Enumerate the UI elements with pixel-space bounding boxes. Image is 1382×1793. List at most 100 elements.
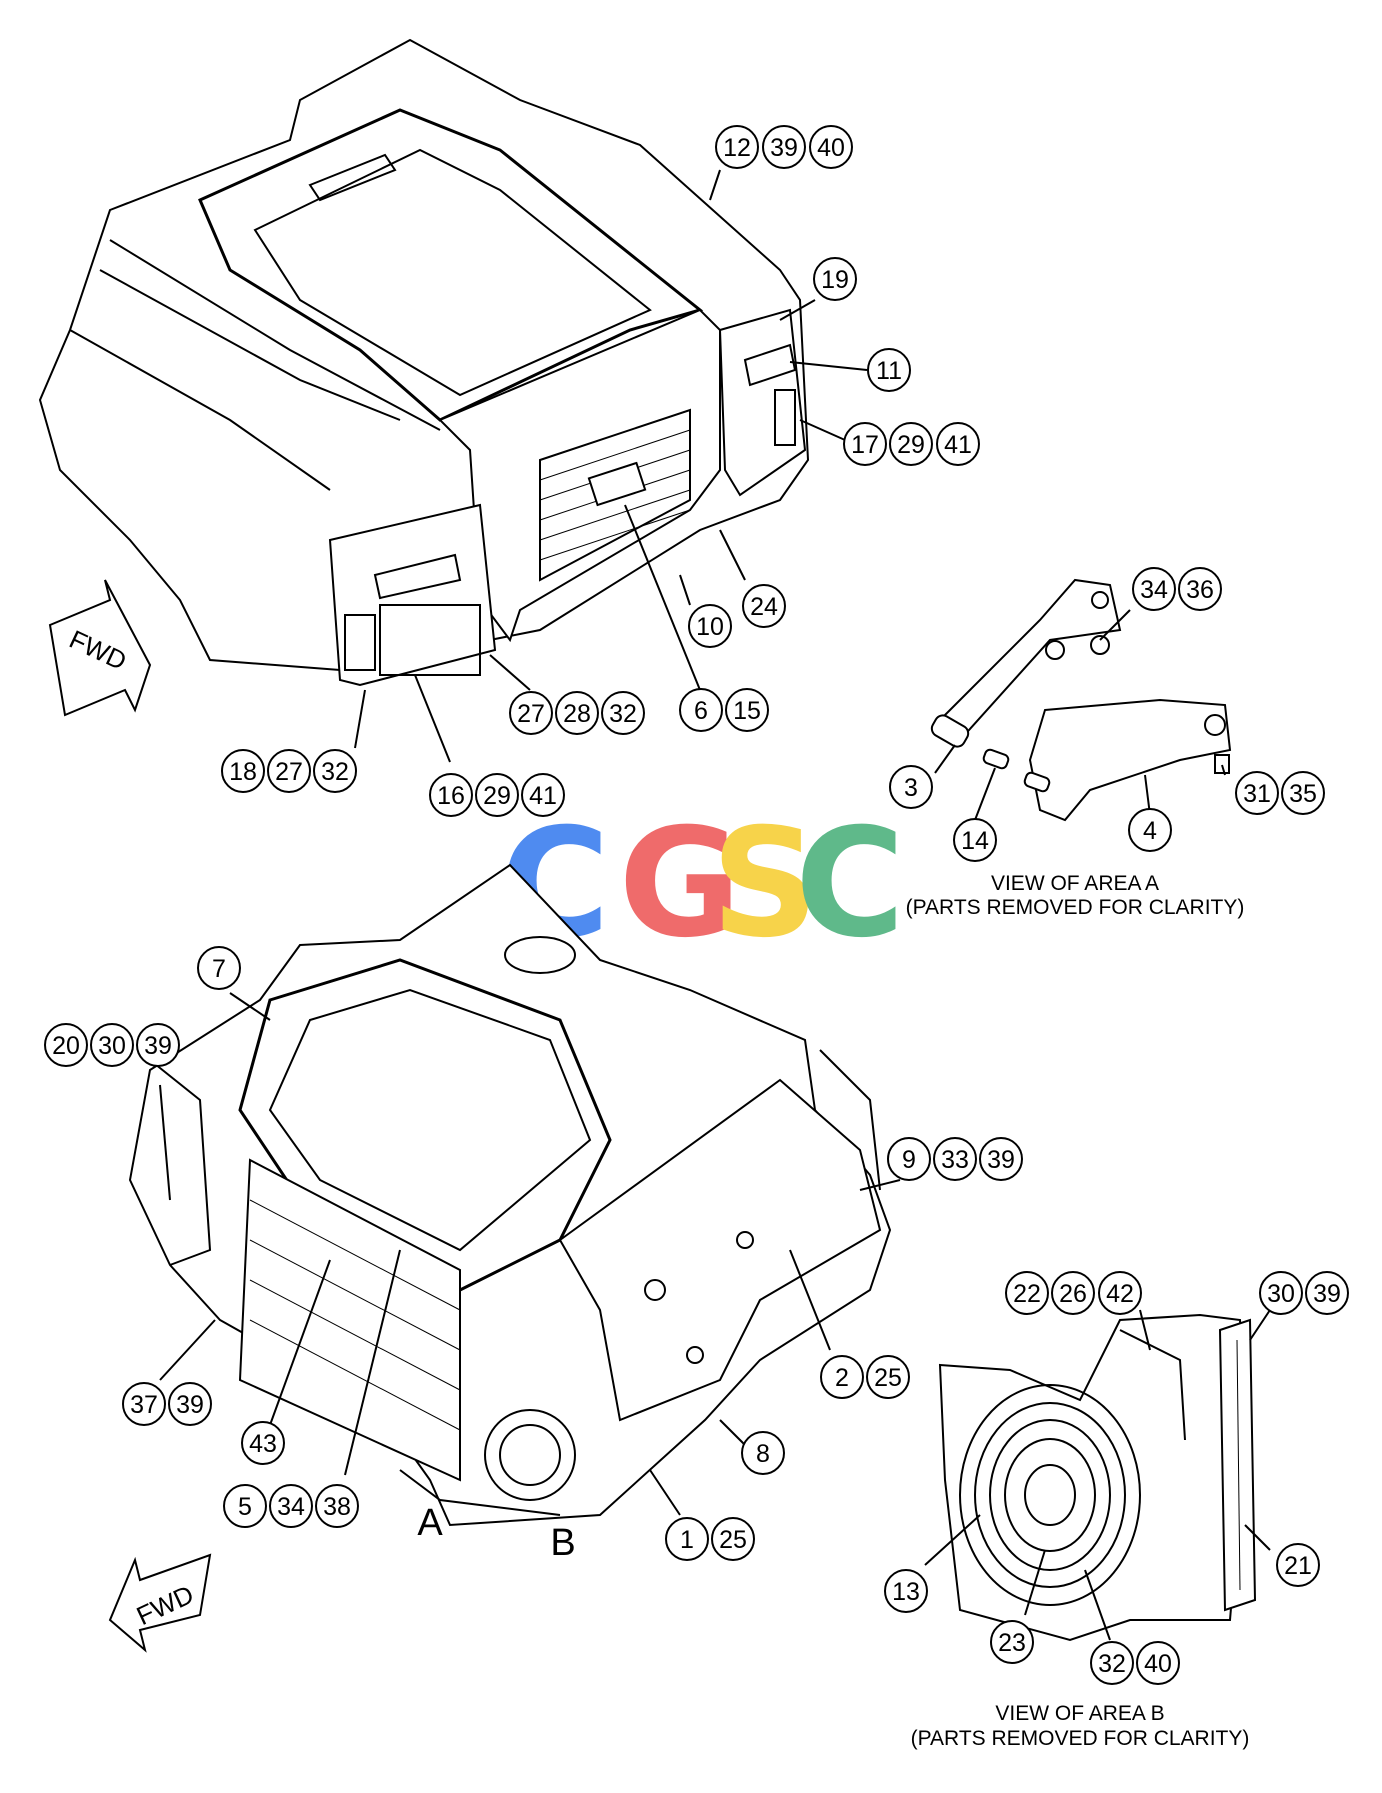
area-a-caption-note: (PARTS REMOVED FOR CLARITY): [906, 896, 1245, 919]
callout-18: 18: [221, 749, 265, 793]
svg-text:30: 30: [98, 1032, 126, 1060]
leader-lines: [159, 169, 1271, 1641]
svg-text:37: 37: [130, 1391, 158, 1419]
svg-text:20: 20: [52, 1032, 80, 1060]
callout-7: 7: [197, 946, 241, 990]
fwd-arrow-bottom: FWD: [108, 1553, 212, 1653]
svg-text:19: 19: [821, 266, 849, 294]
svg-text:29: 29: [897, 431, 925, 459]
callout-22: 22: [1005, 1271, 1049, 1315]
svg-text:9: 9: [902, 1146, 916, 1174]
svg-text:6: 6: [694, 697, 708, 725]
svg-text:16: 16: [437, 782, 465, 810]
callout-25: 25: [711, 1517, 755, 1561]
watermark-letter: S: [711, 797, 819, 971]
callout-21: 21: [1276, 1543, 1320, 1587]
callout-25: 25: [866, 1355, 910, 1399]
svg-text:39: 39: [987, 1146, 1015, 1174]
svg-text:29: 29: [483, 782, 511, 810]
watermark-logo: C G S C: [500, 797, 905, 971]
svg-text:39: 39: [176, 1391, 204, 1419]
callout-3: 3: [889, 765, 933, 809]
callout-30: 30: [1259, 1271, 1303, 1315]
callout-5: 5: [223, 1484, 267, 1528]
callout-1: 1: [665, 1517, 709, 1561]
svg-text:35: 35: [1289, 780, 1317, 808]
svg-text:4: 4: [1143, 817, 1157, 845]
callout-31: 31: [1235, 771, 1279, 815]
svg-text:30: 30: [1267, 1280, 1295, 1308]
callout-40: 40: [1136, 1641, 1180, 1685]
svg-text:39: 39: [144, 1032, 172, 1060]
svg-text:38: 38: [323, 1493, 351, 1521]
svg-text:13: 13: [892, 1578, 920, 1606]
callout-9: 9: [887, 1137, 931, 1181]
svg-text:32: 32: [321, 758, 349, 786]
svg-text:21: 21: [1284, 1552, 1312, 1580]
svg-text:17: 17: [851, 431, 879, 459]
svg-text:22: 22: [1013, 1280, 1041, 1308]
svg-text:25: 25: [719, 1526, 747, 1554]
svg-text:32: 32: [609, 700, 637, 728]
svg-text:27: 27: [275, 758, 303, 786]
callout-24: 24: [742, 584, 786, 628]
svg-text:33: 33: [941, 1146, 969, 1174]
callout-19: 19: [813, 257, 857, 301]
svg-text:41: 41: [944, 431, 972, 459]
svg-text:32: 32: [1098, 1650, 1126, 1678]
callout-32: 32: [601, 691, 645, 735]
svg-text:14: 14: [961, 827, 989, 855]
callout-43: 43: [241, 1421, 285, 1465]
area-a-marker: A: [417, 1502, 443, 1544]
svg-text:40: 40: [1144, 1650, 1172, 1678]
svg-text:10: 10: [696, 613, 724, 641]
callout-27: 27: [509, 691, 553, 735]
svg-text:1: 1: [680, 1526, 694, 1554]
callout-27: 27: [267, 749, 311, 793]
svg-text:25: 25: [874, 1364, 902, 1392]
callout-35: 35: [1281, 771, 1325, 815]
svg-text:24: 24: [750, 593, 778, 621]
callout-29: 29: [889, 422, 933, 466]
svg-text:7: 7: [212, 955, 226, 983]
callout-34: 34: [1132, 567, 1176, 611]
svg-text:34: 34: [277, 1493, 305, 1521]
callout-17: 17: [843, 422, 887, 466]
svg-text:39: 39: [1313, 1280, 1341, 1308]
hood-underside-drawing: [128, 863, 892, 1527]
svg-text:5: 5: [238, 1493, 252, 1521]
svg-text:34: 34: [1140, 576, 1168, 604]
callout-36: 36: [1178, 567, 1222, 611]
svg-text:28: 28: [563, 700, 591, 728]
svg-text:18: 18: [229, 758, 257, 786]
svg-text:43: 43: [249, 1430, 277, 1458]
callout-29: 29: [475, 773, 519, 817]
svg-text:40: 40: [817, 134, 845, 162]
callout-39: 39: [136, 1023, 180, 1067]
svg-text:23: 23: [998, 1629, 1026, 1657]
callout-13: 13: [884, 1569, 928, 1613]
callout-33: 33: [933, 1137, 977, 1181]
callout-39: 39: [1305, 1271, 1349, 1315]
svg-text:36: 36: [1186, 576, 1214, 604]
callout-41: 41: [521, 773, 565, 817]
area-a-caption-title: VIEW OF AREA A: [991, 872, 1159, 895]
callout-8: 8: [741, 1431, 785, 1475]
area-b-caption-title: VIEW OF AREA B: [995, 1702, 1164, 1725]
callout-32: 32: [313, 749, 357, 793]
callout-42: 42: [1098, 1271, 1142, 1315]
callout-34: 34: [269, 1484, 313, 1528]
callout-37: 37: [122, 1382, 166, 1426]
callout-39: 39: [762, 125, 806, 169]
svg-text:27: 27: [517, 700, 545, 728]
svg-text:15: 15: [733, 697, 761, 725]
callout-12: 12: [715, 125, 759, 169]
area-b-fan-drawing: [938, 1313, 1257, 1642]
callout-11: 11: [867, 348, 911, 392]
callout-16: 16: [429, 773, 473, 817]
callout-15: 15: [725, 688, 769, 732]
callout-30: 30: [90, 1023, 134, 1067]
callout-6: 6: [679, 688, 723, 732]
svg-text:8: 8: [756, 1440, 770, 1468]
